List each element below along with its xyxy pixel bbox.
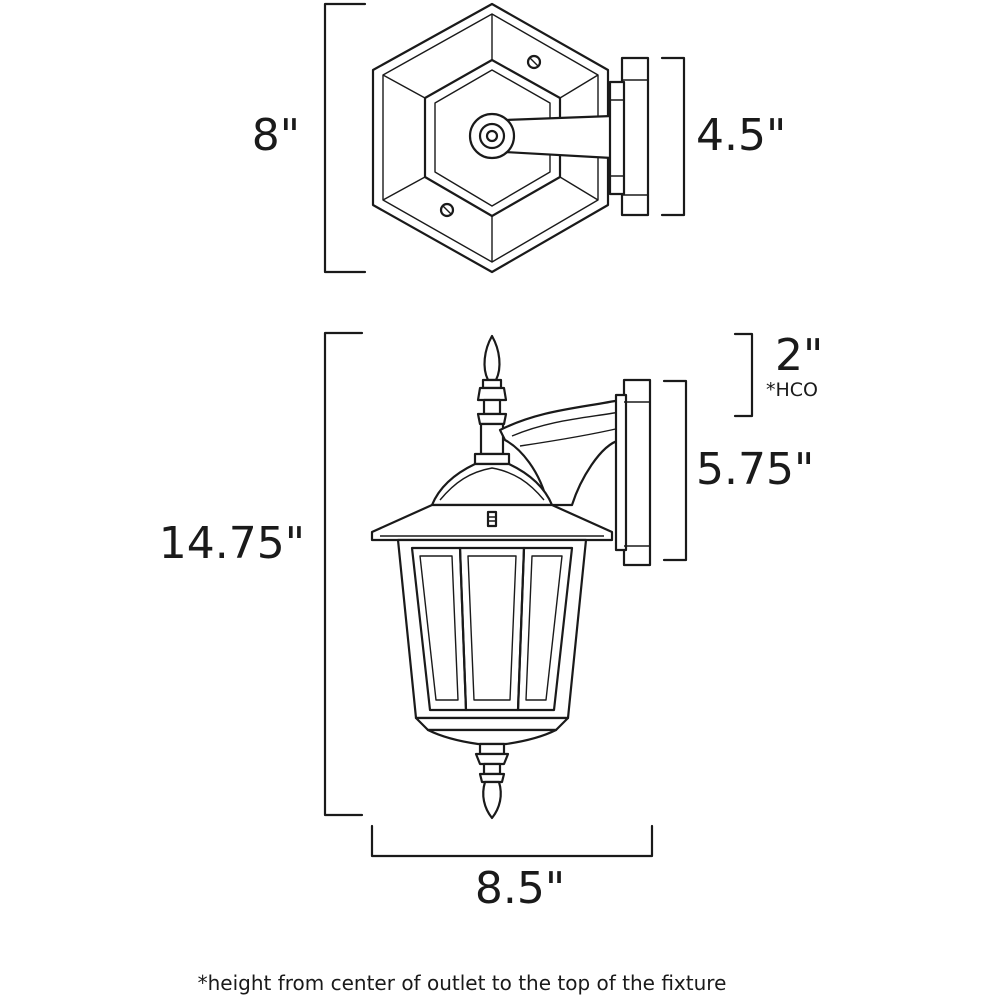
top-backplate-bracket xyxy=(660,56,686,217)
top-hexagon-ribs xyxy=(382,14,599,262)
top-view: 8" 4.5" xyxy=(252,2,786,274)
width-label: 8.5" xyxy=(475,863,565,914)
footnote: *height from center of outlet to the top… xyxy=(198,971,727,995)
width-bracket xyxy=(370,824,654,858)
side-backplate-front xyxy=(614,393,628,552)
side-height-label: 14.75" xyxy=(159,518,305,569)
hco-label: 2" xyxy=(775,330,823,381)
top-hexagon-inner-rim xyxy=(434,69,551,207)
hco-note: *HCO xyxy=(766,379,818,401)
top-arm xyxy=(503,114,614,160)
top-finial-spike xyxy=(483,334,501,382)
side-backplate-label: 5.75" xyxy=(696,444,814,495)
side-arm xyxy=(498,398,622,507)
top-backplate-rear xyxy=(620,56,650,217)
bottom-finial-spike xyxy=(482,780,502,820)
hco-bracket xyxy=(733,332,754,418)
top-height-bracket xyxy=(323,2,367,274)
top-backplate-front xyxy=(608,80,626,196)
screw-icon xyxy=(439,202,455,218)
lantern-body xyxy=(396,538,588,720)
screw-icon xyxy=(526,54,542,70)
side-view: 14.75" xyxy=(159,330,823,914)
top-hexagon-outer xyxy=(371,2,610,274)
side-backplate-bracket xyxy=(662,379,688,562)
top-finial-inner xyxy=(485,129,499,143)
top-backplate-label: 4.5" xyxy=(696,110,786,161)
top-finial-mid xyxy=(478,122,506,150)
side-height-bracket xyxy=(323,331,364,817)
top-finial-outer xyxy=(468,112,516,160)
top-height-label: 8" xyxy=(252,110,300,161)
side-backplate-rear xyxy=(622,378,652,567)
screw-icon xyxy=(486,510,498,528)
